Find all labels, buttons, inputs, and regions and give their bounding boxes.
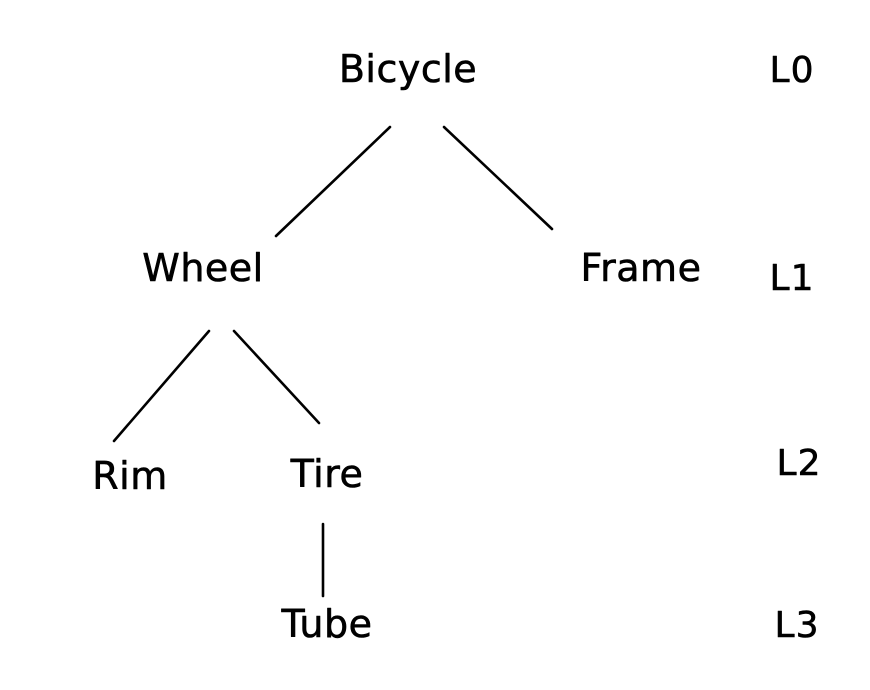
node-frame[interactable]: Frame	[580, 246, 702, 291]
level-label-l0: L0	[770, 50, 815, 91]
edge-bicycle-frame	[442, 125, 554, 231]
node-tire[interactable]: Tire	[289, 452, 364, 497]
level-label-l1: L1	[770, 258, 815, 299]
node-wheel[interactable]: Wheel	[142, 246, 264, 291]
node-tube[interactable]: Tube	[280, 602, 372, 647]
node-rim[interactable]: Rim	[92, 454, 168, 499]
edge-bicycle-wheel	[274, 125, 392, 238]
node-bicycle[interactable]: Bicycle	[339, 47, 477, 92]
level-label-l3: L3	[775, 605, 820, 646]
edge-wheel-tire	[232, 329, 321, 425]
edge-wheel-rim	[112, 329, 211, 443]
level-label-l2: L2	[777, 443, 822, 484]
edge-group	[112, 125, 554, 598]
level-label-group: L0 L1 L2 L3	[769, 50, 822, 647]
node-group: Bicycle Wheel Frame Rim Tire Tube	[92, 47, 702, 647]
